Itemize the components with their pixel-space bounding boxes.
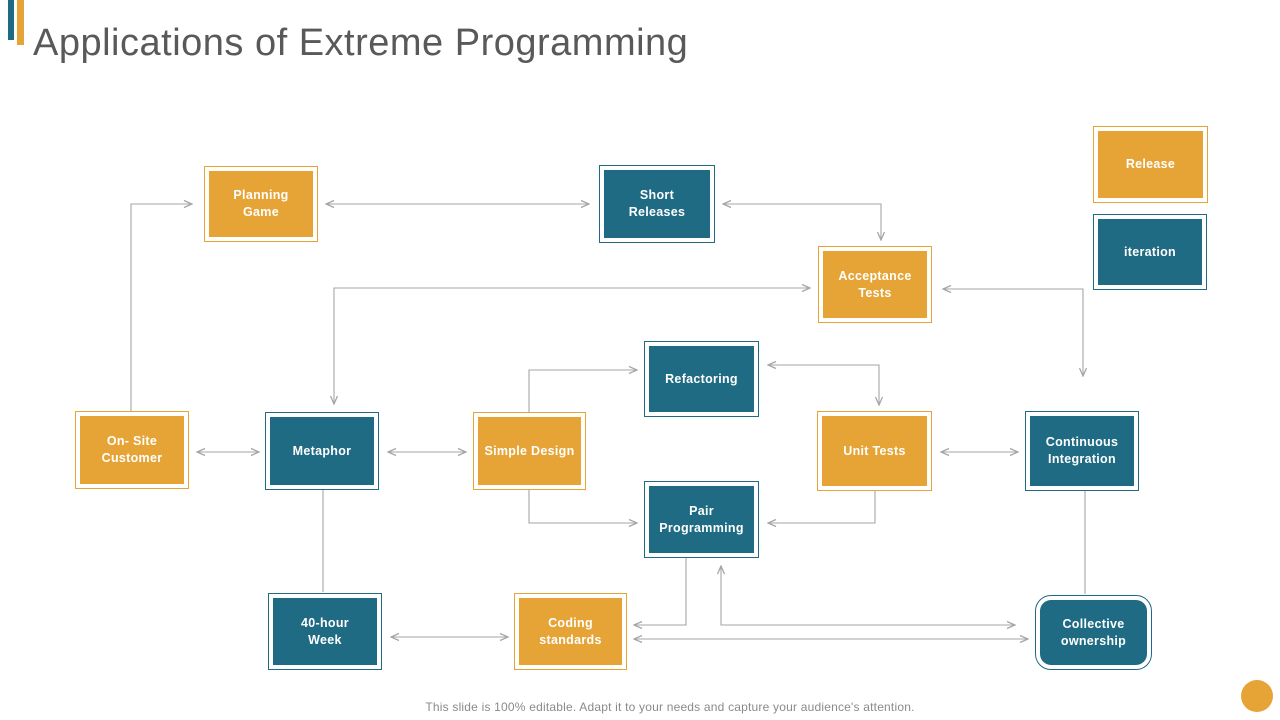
node-iteration: iteration (1093, 214, 1207, 290)
node-label: Simple Design (478, 417, 581, 485)
node-label: Release (1098, 131, 1203, 198)
node-acceptance-tests: Acceptance Tests (818, 246, 932, 323)
node-on-site-customer: On- Site Customer (75, 411, 189, 489)
orange-dot-decoration (1241, 680, 1273, 712)
slide-title: Applications of Extreme Programming (33, 22, 689, 64)
accent-bar-orange (17, 0, 24, 45)
node-label: Planning Game (209, 171, 313, 237)
node-label: Refactoring (649, 346, 754, 412)
node-label: 40-hour Week (273, 598, 377, 665)
node-label: Short Releases (604, 170, 710, 238)
node-refactoring: Refactoring (644, 341, 759, 417)
node-simple-design: Simple Design (473, 412, 586, 490)
node-label: iteration (1098, 219, 1202, 285)
node-short-releases: Short Releases (599, 165, 715, 243)
node-label: Continuous Integration (1030, 416, 1134, 486)
node-collective-ownership: Collective ownership (1035, 595, 1152, 670)
footer-note: This slide is 100% editable. Adapt it to… (425, 700, 915, 714)
node-label: On- Site Customer (80, 416, 184, 484)
node-40-hour-week: 40-hour Week (268, 593, 382, 670)
node-release: Release (1093, 126, 1208, 203)
node-label: Unit Tests (822, 416, 927, 486)
node-coding-standards: Coding standards (514, 593, 627, 670)
node-label: Metaphor (270, 417, 374, 485)
accent-bar-teal (8, 0, 14, 40)
node-metaphor: Metaphor (265, 412, 379, 490)
node-label: Coding standards (519, 598, 622, 665)
node-label: Acceptance Tests (823, 251, 927, 318)
node-unit-tests: Unit Tests (817, 411, 932, 491)
node-planning-game: Planning Game (204, 166, 318, 242)
node-pair-programming: Pair Programming (644, 481, 759, 558)
node-continuous-integration: Continuous Integration (1025, 411, 1139, 491)
node-label: Collective ownership (1040, 600, 1147, 665)
node-label: Pair Programming (649, 486, 754, 553)
